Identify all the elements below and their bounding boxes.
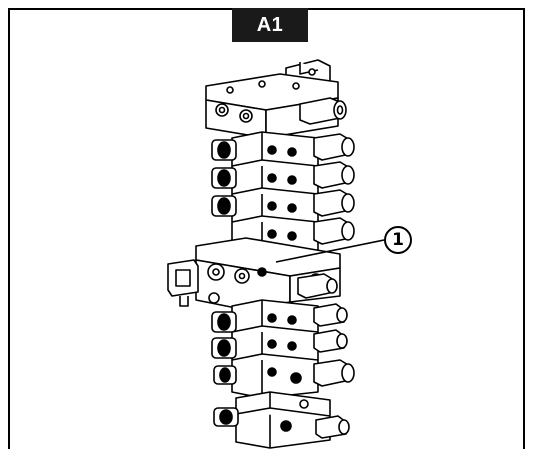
bottom-manifold-block — [213, 391, 350, 449]
lower-stack-ports — [267, 313, 302, 384]
upper-cartridge-valves — [313, 133, 355, 245]
callout-marker-1: 1 — [384, 226, 412, 254]
figure-label-tab: A1 — [232, 8, 308, 42]
lower-cartridge-valves — [313, 303, 355, 387]
upper-stack-ports — [267, 145, 297, 241]
top-manifold-block — [205, 73, 339, 139]
lower-solenoid-coils — [211, 311, 237, 385]
callout-leader-line — [275, 239, 385, 263]
upper-solenoid-coils — [211, 139, 237, 217]
top-fitting — [299, 97, 347, 125]
upper-valve-stack — [231, 131, 319, 257]
middle-fitting — [297, 273, 338, 299]
side-solenoid — [167, 259, 199, 307]
